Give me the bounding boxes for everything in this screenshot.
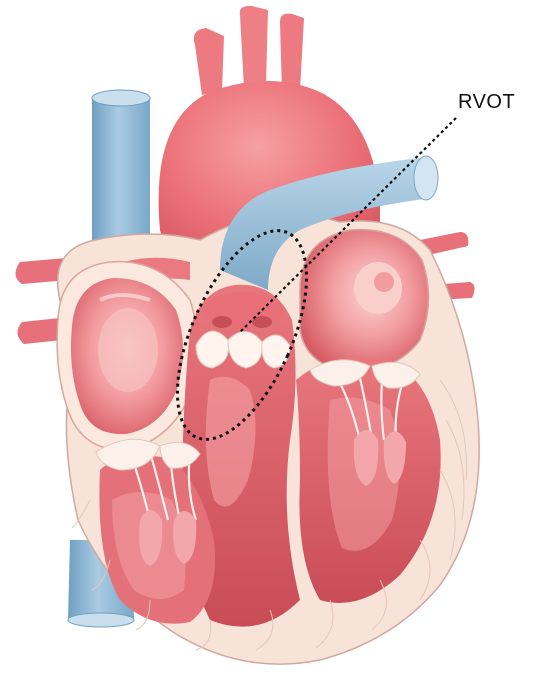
- rvot-label: RVOT: [458, 91, 515, 114]
- left-atrium: [300, 230, 429, 372]
